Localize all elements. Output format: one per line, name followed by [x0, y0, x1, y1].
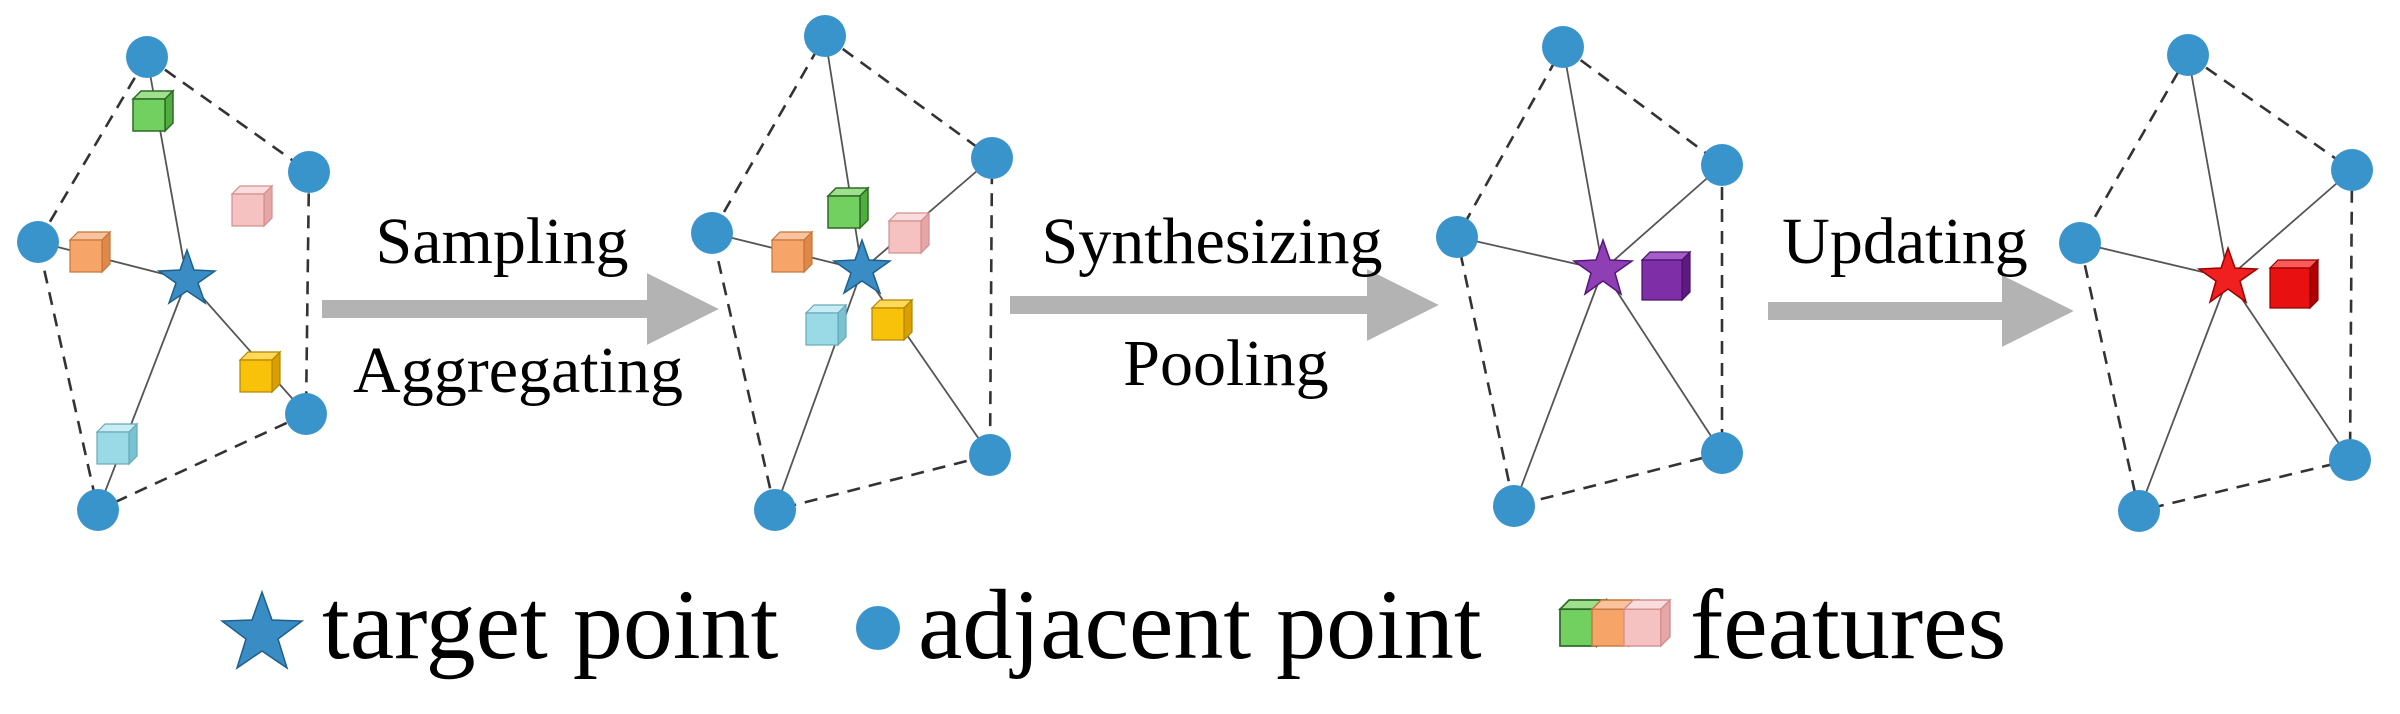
feature-cube-yellow [871, 299, 913, 341]
target-star-icon [156, 247, 218, 305]
adjacent-node [1542, 26, 1584, 68]
adjacent-node [754, 489, 796, 531]
step-3-line-1: Updating [1782, 205, 2028, 278]
target-star-icon [2196, 245, 2260, 304]
adjacent-node [2331, 149, 2373, 191]
stage-1-graph [17, 36, 330, 531]
stage-3-graph [1436, 26, 1743, 527]
target-star-icon [831, 237, 893, 295]
adjacent-node [1701, 144, 1743, 186]
adjacent-node [17, 221, 59, 263]
step-2-line-1: Synthesizing [1042, 205, 1383, 278]
feature-cube-yellow [239, 351, 281, 393]
adjacent-node [1493, 485, 1535, 527]
feature-cube-pink [231, 185, 273, 227]
adjacent-node [2059, 222, 2101, 264]
adjacent-node [77, 489, 119, 531]
feature-cube-purple [1641, 251, 1691, 301]
adjacent-node [969, 434, 1011, 476]
stage-4-graph [2059, 34, 2373, 532]
feature-cube-green [132, 90, 174, 132]
legend-star-icon [219, 589, 305, 670]
adjacent-node [2118, 490, 2160, 532]
adjacent-node [804, 15, 846, 57]
feature-cube-pink [888, 212, 930, 254]
feature-cube-green [827, 187, 869, 229]
step-2-line-2: Pooling [1123, 327, 1328, 400]
feature-cube-cyan [805, 304, 847, 346]
legend-node-icon [856, 606, 900, 650]
adjacent-node [1701, 432, 1743, 474]
target-star-icon [1571, 237, 1635, 296]
feature-cube-orange [771, 231, 813, 273]
adjacent-node [2329, 439, 2371, 481]
legend-adjacent-label: adjacent point [918, 569, 1482, 680]
step-1-line-2: Aggregating [353, 334, 683, 407]
adjacent-node [2167, 34, 2209, 76]
adjacent-node [285, 393, 327, 435]
legend-target-label: target point [322, 569, 779, 680]
adjacent-node [288, 151, 330, 193]
feature-cube-orange [69, 231, 111, 273]
adjacent-node [1436, 216, 1478, 258]
adjacent-node [691, 212, 733, 254]
adjacent-node [971, 137, 1013, 179]
stage-2-graph [691, 15, 1013, 531]
feature-cube-red [2269, 259, 2319, 309]
legend-features-label: features [1690, 569, 2006, 680]
legend: target point adjacent point features [219, 569, 2006, 680]
legend-cube-icon [1559, 599, 1671, 647]
step-1-line-1: Sampling [375, 205, 628, 278]
adjacent-node [126, 36, 168, 78]
feature-cube-cyan [96, 423, 138, 465]
